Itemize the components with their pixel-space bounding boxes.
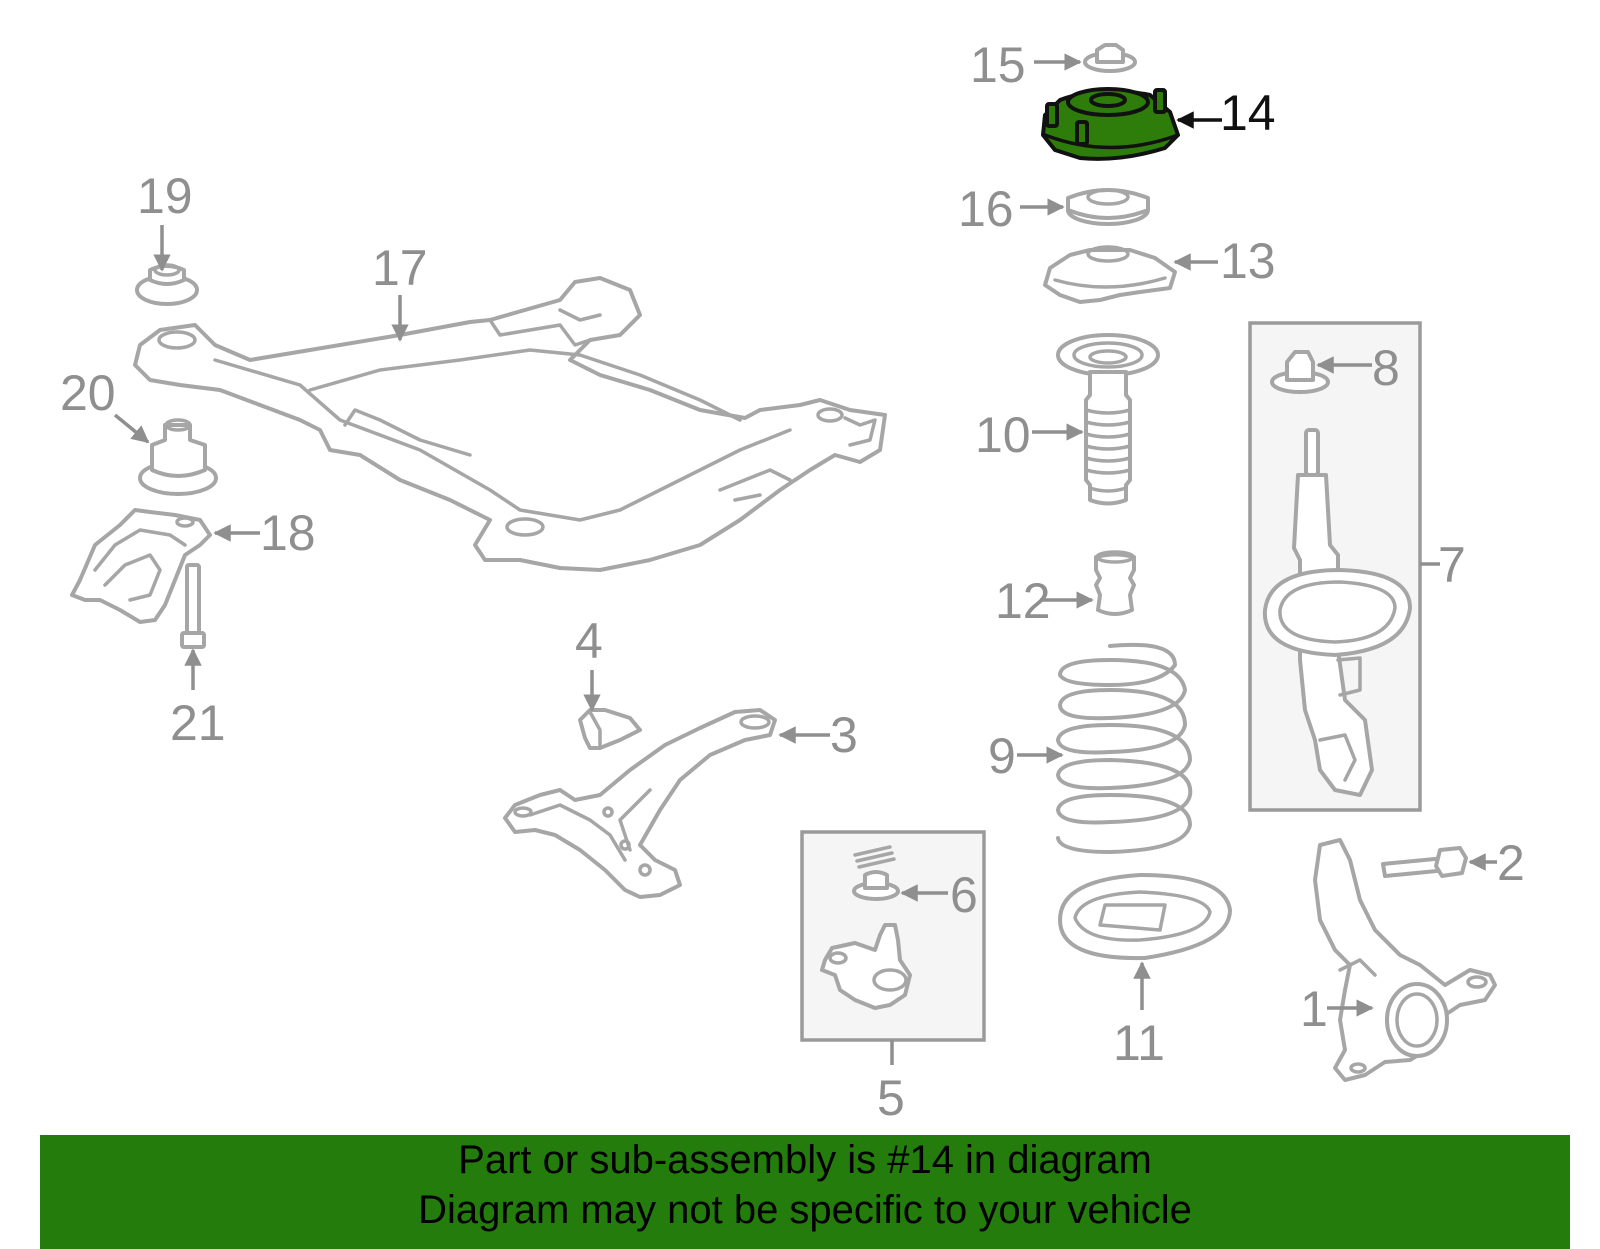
part-18-bracket[interactable] xyxy=(70,508,212,624)
part-12-bump-stop[interactable] xyxy=(1094,550,1136,616)
part-13-spring-seat[interactable] xyxy=(1043,245,1177,304)
callout-3: 3 xyxy=(830,707,858,763)
callout-11: 11 xyxy=(1113,1015,1165,1071)
callout-numbers: 15 14 16 13 17 19 20 18 21 8 10 7 12 4 3… xyxy=(60,37,1525,1126)
part-4-clamp[interactable] xyxy=(578,708,642,750)
part-6-clip[interactable] xyxy=(852,845,900,901)
part-19-bushing[interactable] xyxy=(135,263,199,306)
callout-12: 12 xyxy=(995,573,1051,629)
callout-8: 8 xyxy=(1372,340,1400,396)
part-20-mount[interactable] xyxy=(138,418,218,496)
callout-4: 4 xyxy=(575,613,603,669)
leader-lines xyxy=(113,53,1497,1065)
part-8-nut[interactable] xyxy=(1270,350,1330,394)
callout-14[interactable]: 14 xyxy=(1220,85,1276,141)
part-3-control-arm[interactable] xyxy=(503,708,777,899)
callout-7: 7 xyxy=(1438,537,1466,593)
part-11-spring-insulator[interactable] xyxy=(1058,873,1232,961)
callout-2: 2 xyxy=(1497,835,1525,891)
banner-line-part: Part or sub-assembly is #14 in diagram xyxy=(458,1138,1152,1182)
callout-19: 19 xyxy=(137,168,193,224)
callout-13: 13 xyxy=(1220,233,1276,289)
part-16-bearing[interactable] xyxy=(1066,188,1150,226)
callout-17: 17 xyxy=(372,240,428,296)
part-15-nut[interactable] xyxy=(1083,43,1137,73)
callout-15: 15 xyxy=(970,37,1026,93)
callout-16: 16 xyxy=(958,181,1014,237)
info-banner: Part or sub-assembly is #14 in diagram D… xyxy=(40,1135,1570,1249)
part-21-bolt[interactable] xyxy=(180,563,206,649)
callout-1: 1 xyxy=(1300,981,1328,1037)
part-10-dust-boot[interactable] xyxy=(1056,333,1160,506)
callout-20: 20 xyxy=(60,365,116,421)
part-2-bolt[interactable] xyxy=(1381,846,1468,878)
part-1-steering-knuckle[interactable] xyxy=(1313,838,1497,1082)
callout-21: 21 xyxy=(170,695,226,751)
banner-line-disclaimer: Diagram may not be specific to your vehi… xyxy=(418,1188,1192,1232)
callout-6: 6 xyxy=(950,867,978,923)
callout-9: 9 xyxy=(988,728,1016,784)
part-14-strut-mount-highlighted[interactable] xyxy=(1041,87,1180,161)
part-5-ball-joint[interactable] xyxy=(820,923,912,1010)
part-9-coil-spring[interactable] xyxy=(1056,642,1193,854)
callout-5: 5 xyxy=(877,1070,905,1126)
part-17-crossmember[interactable] xyxy=(133,276,887,572)
callout-18: 18 xyxy=(260,505,316,561)
callout-10: 10 xyxy=(975,407,1031,463)
part-7-strut[interactable] xyxy=(1262,428,1412,797)
